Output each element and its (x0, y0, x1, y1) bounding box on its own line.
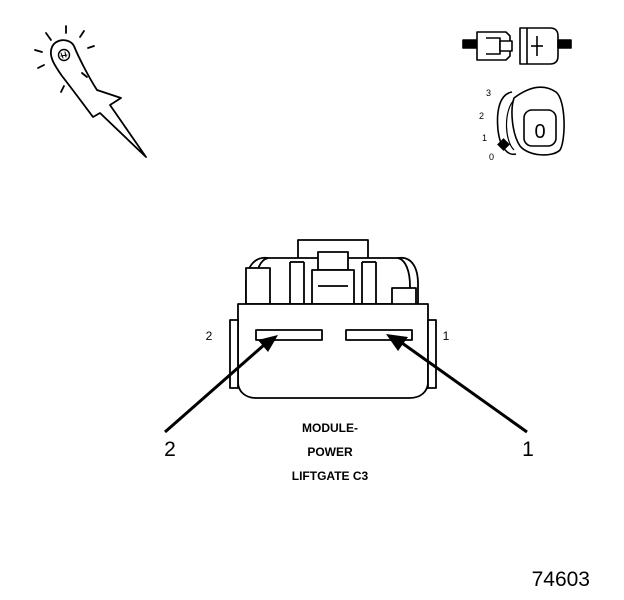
connector-name-line-3: LIFTGATE C3 (292, 469, 369, 483)
figure-number: 74603 (532, 568, 590, 591)
key-position-3: 3 (486, 88, 491, 98)
disconnected-connector-icon (462, 27, 572, 65)
ignition-key-icon: 3 2 1 0 0 (479, 86, 565, 162)
cavity-label-2: 2 (206, 329, 213, 343)
callout-label-2: 2 (164, 438, 176, 461)
key-label: 0 (534, 121, 545, 143)
callout-arrow-1 (386, 334, 528, 434)
callout-label-1: 1 (522, 438, 534, 461)
callout-arrow-2 (164, 335, 278, 434)
connector-face (229, 239, 437, 399)
key-position-0: 0 (489, 152, 494, 162)
test-probe-icon (34, 25, 147, 158)
key-position-2: 2 (479, 111, 484, 121)
key-position-1: 1 (482, 133, 487, 143)
cavity-label-1: 1 (443, 329, 450, 343)
connector-name-line-1: MODULE- (302, 421, 358, 435)
connector-name-line-2: POWER (307, 445, 353, 459)
